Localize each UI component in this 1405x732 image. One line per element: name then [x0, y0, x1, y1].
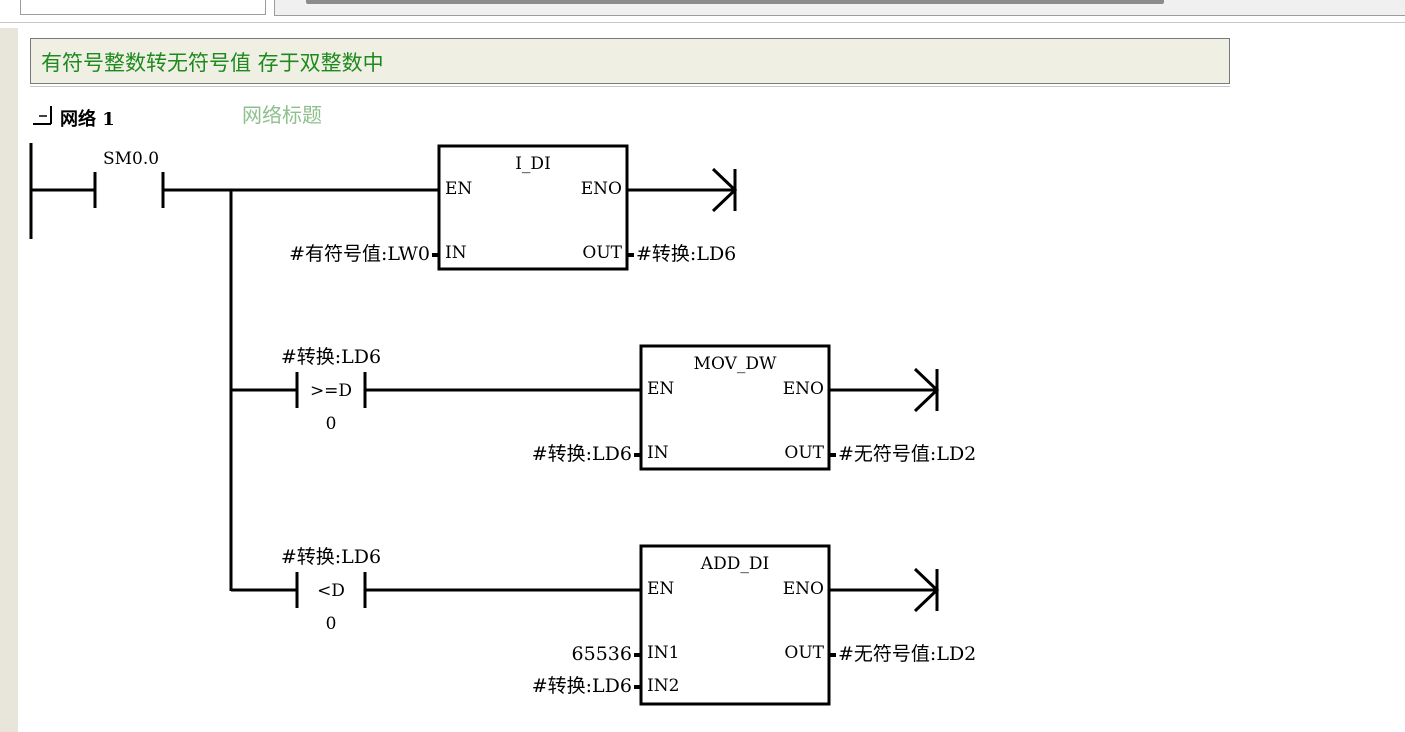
instruction-box-add-di — [639, 544, 831, 706]
network-collapse-icon[interactable] — [32, 104, 52, 125]
divider — [30, 86, 1230, 87]
compare-operator: >=D — [310, 381, 352, 401]
toolbar-left-panel — [20, 0, 266, 15]
operand-in2[interactable]: #转换:LD6 — [532, 675, 632, 697]
box-title: MOV_DW — [694, 354, 777, 374]
operand-in[interactable]: #转换:LD6 — [532, 443, 632, 465]
box-title: ADD_DI — [700, 554, 769, 574]
program-comment: 有符号整数转无符号值 存于双整数中 — [41, 51, 384, 75]
operand-out[interactable]: #无符号值:LD2 — [838, 443, 976, 465]
compare-value[interactable]: 0 — [326, 614, 337, 634]
compare-operand[interactable]: #转换:LD6 — [281, 546, 381, 568]
operand-in[interactable]: #有符号值:LW0 — [289, 243, 430, 265]
pin-in: IN — [647, 443, 669, 463]
compare-value[interactable]: 0 — [326, 414, 337, 434]
contact-label[interactable]: SM0.0 — [103, 149, 159, 169]
toolbar-right-panel — [274, 0, 1405, 16]
instruction-box-mov-dw — [639, 344, 831, 471]
pin-en: EN — [647, 379, 674, 399]
compare-operand[interactable]: #转换:LD6 — [281, 346, 381, 368]
instruction-box-i-di — [437, 144, 629, 271]
operand-out[interactable]: #转换:LD6 — [636, 243, 736, 265]
box-title: I_DI — [515, 154, 551, 174]
program-comment-box[interactable]: 有符号整数转无符号值 存于双整数中 — [30, 38, 1230, 84]
pin-en: EN — [647, 579, 674, 599]
pin-in2: IN2 — [647, 676, 679, 696]
operand-in1[interactable]: 65536 — [572, 643, 632, 665]
pin-eno: ENO — [783, 579, 824, 599]
operand-out[interactable]: #无符号值:LD2 — [838, 643, 976, 665]
pin-eno: ENO — [581, 179, 622, 199]
pin-in: IN — [445, 243, 467, 263]
horizontal-scrollbar-thumb[interactable] — [306, 0, 1164, 4]
toolbar-area — [0, 0, 1405, 18]
pin-out: OUT — [784, 643, 824, 663]
network-title[interactable]: 网络标题 — [242, 103, 322, 127]
pin-out: OUT — [784, 443, 824, 463]
pin-in1: IN1 — [647, 643, 679, 663]
network-label: 网络 1 — [60, 109, 115, 130]
pin-out: OUT — [582, 243, 622, 263]
pin-eno: ENO — [783, 379, 824, 399]
divider — [0, 22, 1405, 23]
pin-en: EN — [445, 179, 472, 199]
left-gutter — [0, 28, 18, 732]
compare-operator: <D — [317, 581, 345, 601]
